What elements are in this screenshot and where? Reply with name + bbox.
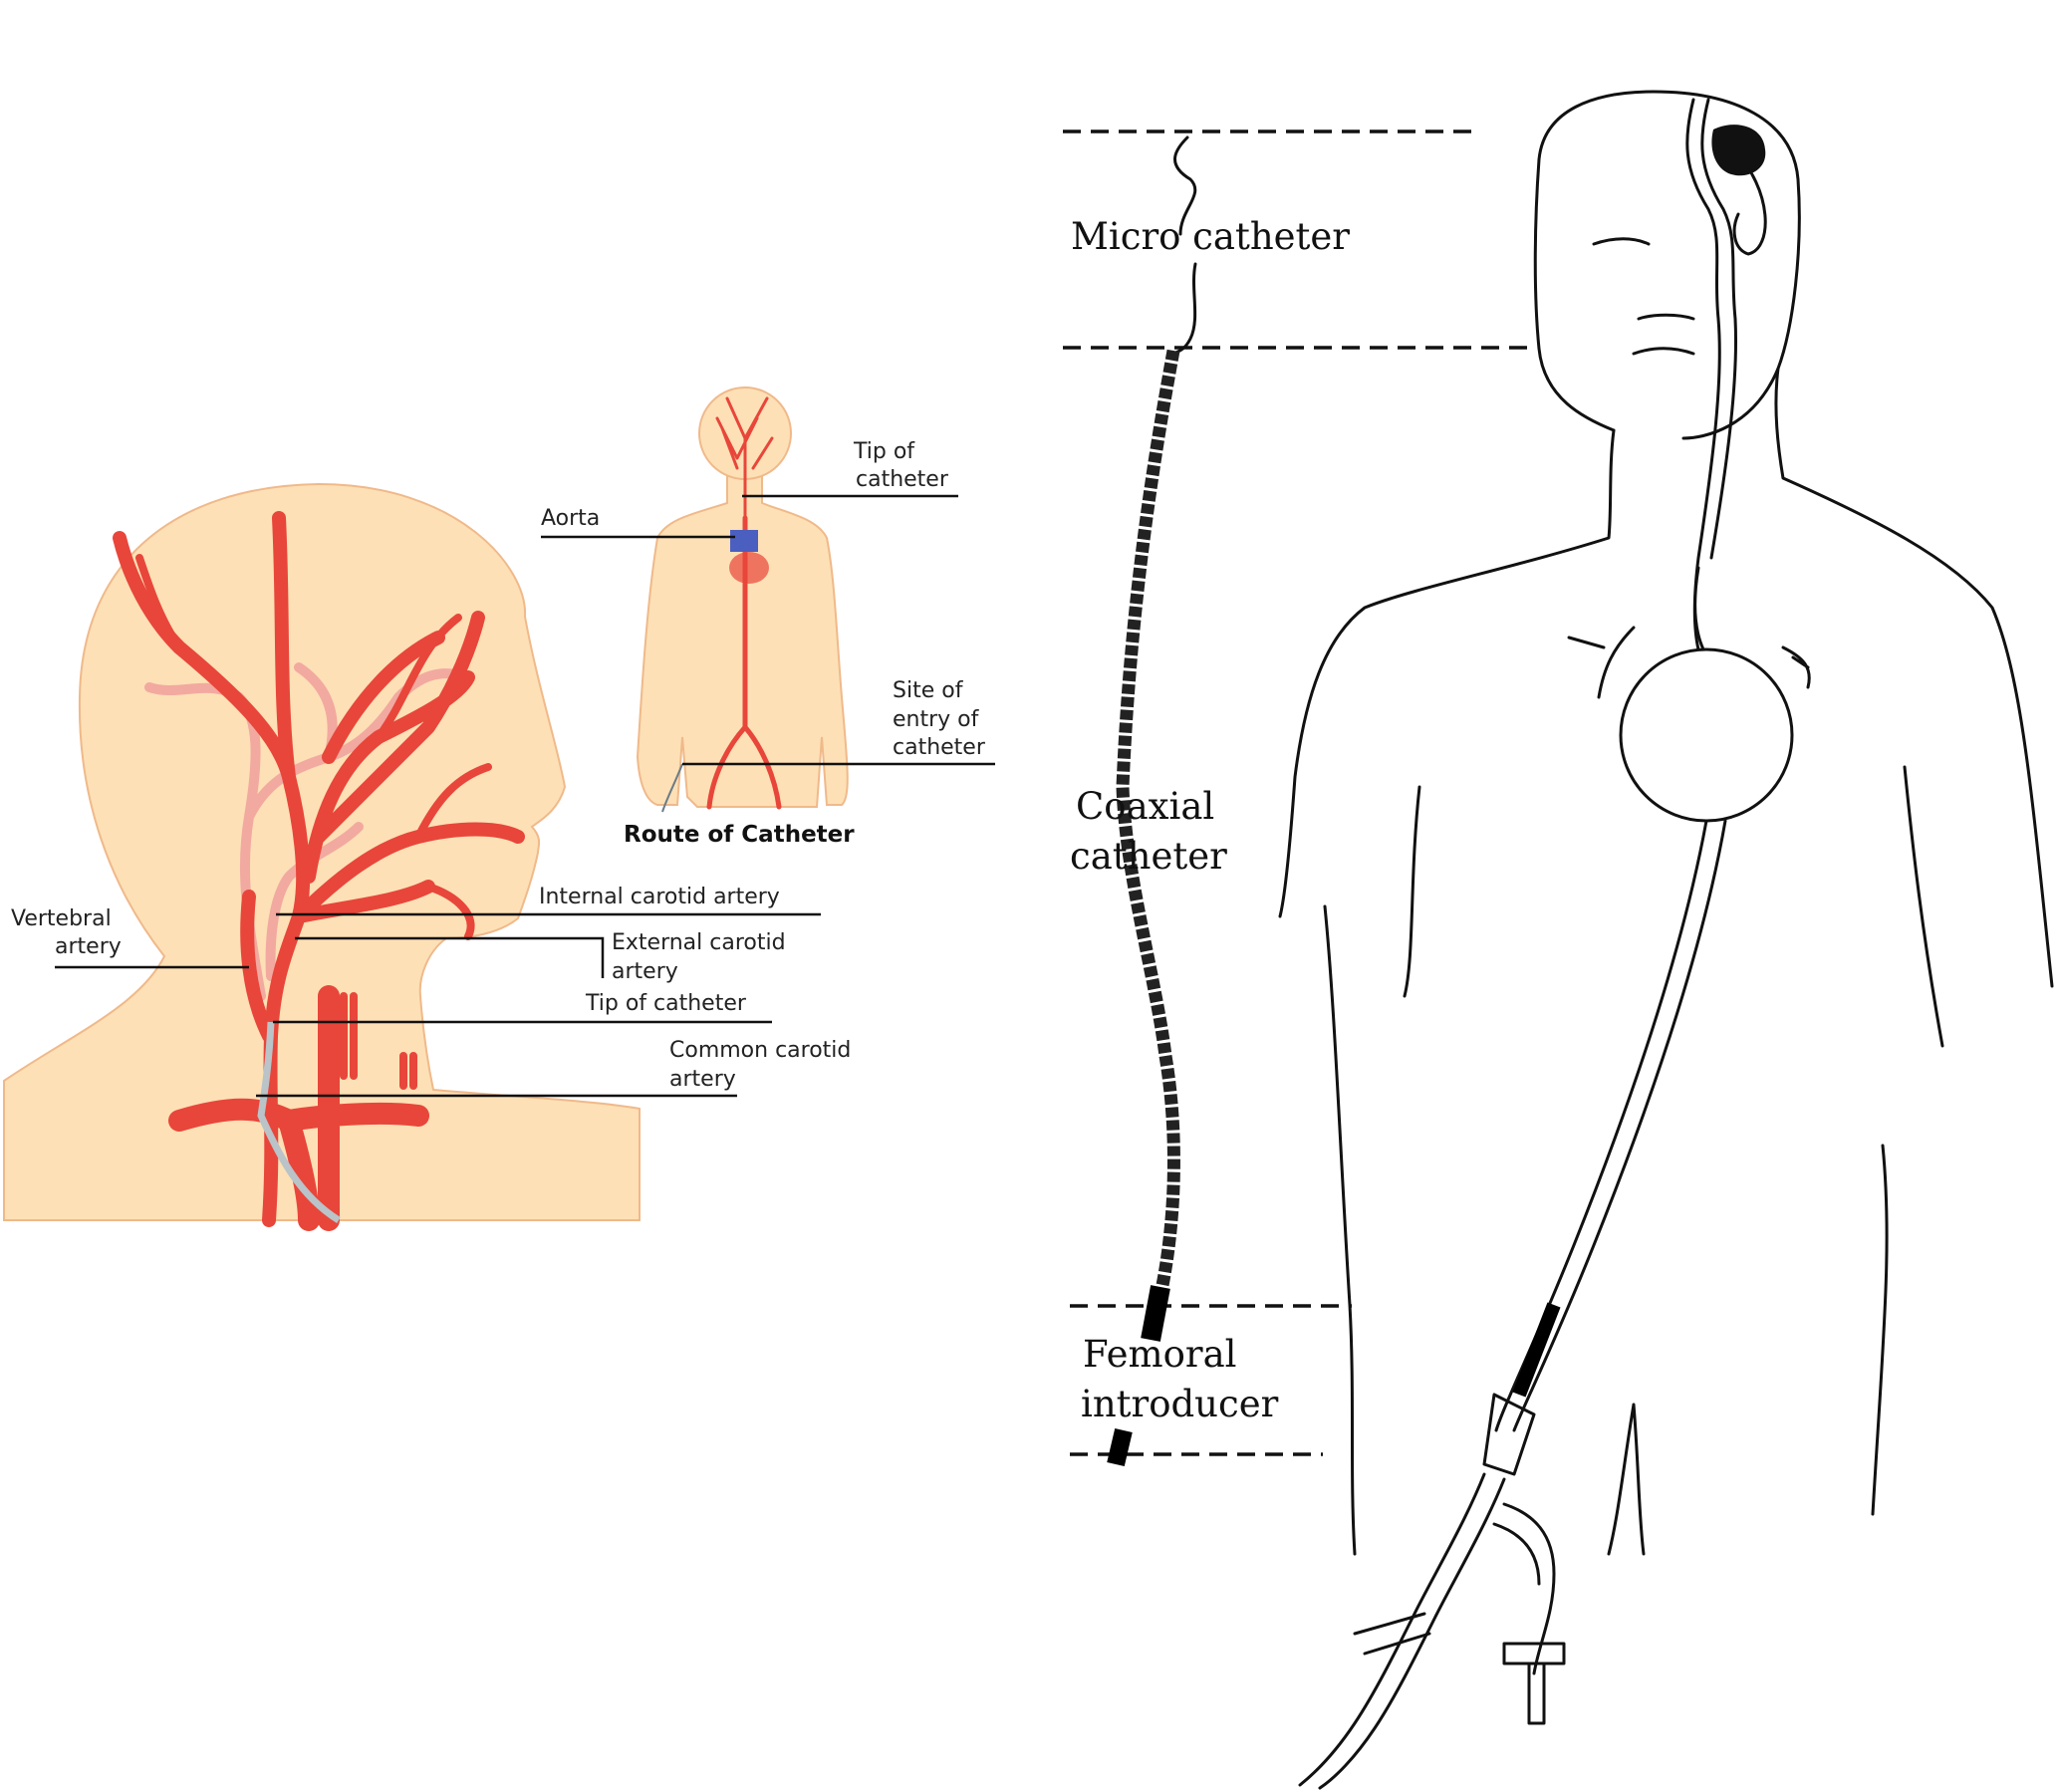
figure-title: Route of Catheter xyxy=(624,822,855,848)
label-tip-of-catheter-top-2: catheter xyxy=(856,467,949,492)
brain-lesion xyxy=(1711,125,1766,176)
label-tip-of-catheter-top: Tip of xyxy=(853,439,915,464)
heart xyxy=(1619,647,1794,823)
label-femoral-2: introducer xyxy=(1081,1383,1279,1425)
catheter-segments: Micro catheter Coaxial catheter Femoral … xyxy=(1063,129,1536,1467)
label-site-of-entry-3: catheter xyxy=(893,735,986,760)
body-line-drawing xyxy=(1278,90,2054,1790)
catheter-in-body xyxy=(1494,819,1727,1432)
label-tip-of-catheter: Tip of catheter xyxy=(585,991,747,1016)
label-common-carotid: Common carotid xyxy=(669,1038,851,1063)
body-illustration xyxy=(636,386,849,813)
label-vertebral-2: artery xyxy=(55,934,122,959)
label-coaxial: Coaxial xyxy=(1076,785,1214,828)
label-site-of-entry-2: entry of xyxy=(893,707,980,732)
label-external-carotid: External carotid xyxy=(612,930,786,955)
label-common-carotid-2: artery xyxy=(669,1067,736,1092)
label-internal-carotid: Internal carotid artery xyxy=(539,885,780,909)
micro-catheter-wire xyxy=(1171,135,1197,356)
label-femoral: Femoral xyxy=(1083,1333,1237,1376)
head-illustration xyxy=(3,482,641,1231)
label-coaxial-2: catheter xyxy=(1070,835,1227,878)
aorta-marker xyxy=(730,530,758,552)
label-micro-catheter: Micro catheter xyxy=(1071,215,1350,258)
label-site-of-entry: Site of xyxy=(893,678,964,703)
label-aorta: Aorta xyxy=(541,506,600,531)
catheter-line xyxy=(257,1021,341,1223)
left-labels: Tip of catheter Aorta Site of entry of c… xyxy=(11,439,995,1098)
label-external-carotid-2: artery xyxy=(612,959,678,984)
coaxial-catheter xyxy=(1116,349,1180,1297)
label-vertebral: Vertebral xyxy=(11,906,112,931)
